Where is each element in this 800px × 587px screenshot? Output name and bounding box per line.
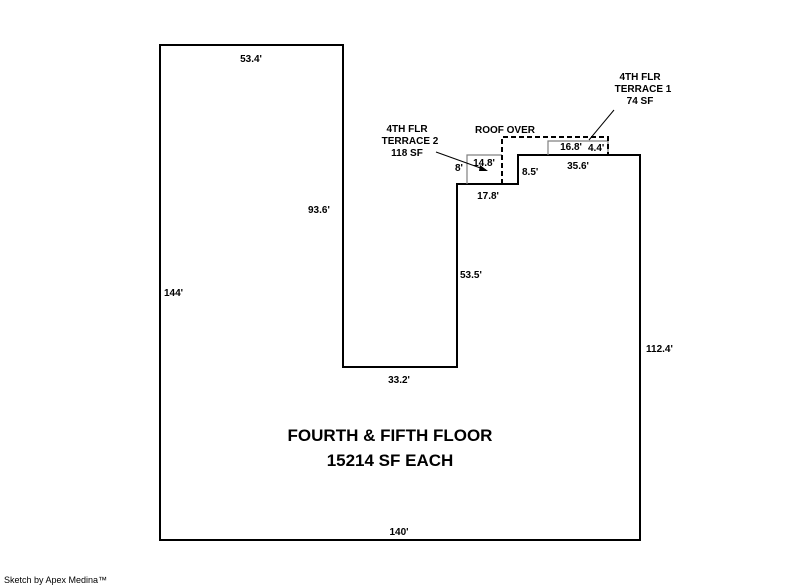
dim-terrace1-width: 16.8' [560, 142, 582, 153]
floor-title: FOURTH & FIFTH FLOOR [288, 426, 493, 445]
building-outline [159, 44, 641, 541]
dim-top-right-width: 35.6' [567, 161, 589, 172]
terrace1-line2: TERRACE 1 [615, 84, 672, 95]
terrace1-line1: 4TH FLR [619, 72, 661, 83]
terrace2-outline [466, 154, 502, 184]
floor-area: 15214 SF EACH [327, 451, 454, 470]
sketch-credit: Sketch by Apex Medina™ [4, 575, 107, 585]
dim-right-height: 112.4' [646, 344, 673, 355]
roof-over-outline [501, 136, 609, 184]
dim-top-left-width: 53.4' [240, 54, 262, 65]
dim-inner-left-height: 93.6' [308, 205, 330, 216]
dim-terrace2-width: 14.8' [473, 158, 495, 169]
terrace2-leader [435, 151, 487, 171]
terrace1-leader [588, 109, 615, 141]
dim-terrace1-depth: 4.4' [588, 143, 604, 154]
terrace2-area: 118 SF [391, 148, 423, 159]
terrace2-line2: TERRACE 2 [382, 136, 439, 147]
dim-inner-right-height: 53.5' [460, 270, 482, 281]
dim-step-height: 8.5' [522, 167, 538, 178]
terrace2-line1: 4TH FLR [386, 124, 428, 135]
dim-notch-bottom: 33.2' [388, 375, 410, 386]
dim-bottom-width: 140' [389, 527, 408, 538]
dim-left-height: 144' [164, 288, 183, 299]
terrace2-arrowhead [479, 165, 488, 171]
dim-step-width: 17.8' [477, 191, 499, 202]
terrace1-area: 74 SF [627, 96, 654, 107]
dim-terrace2-depth: 8' [455, 163, 463, 174]
roof-over-label: ROOF OVER [475, 125, 536, 136]
